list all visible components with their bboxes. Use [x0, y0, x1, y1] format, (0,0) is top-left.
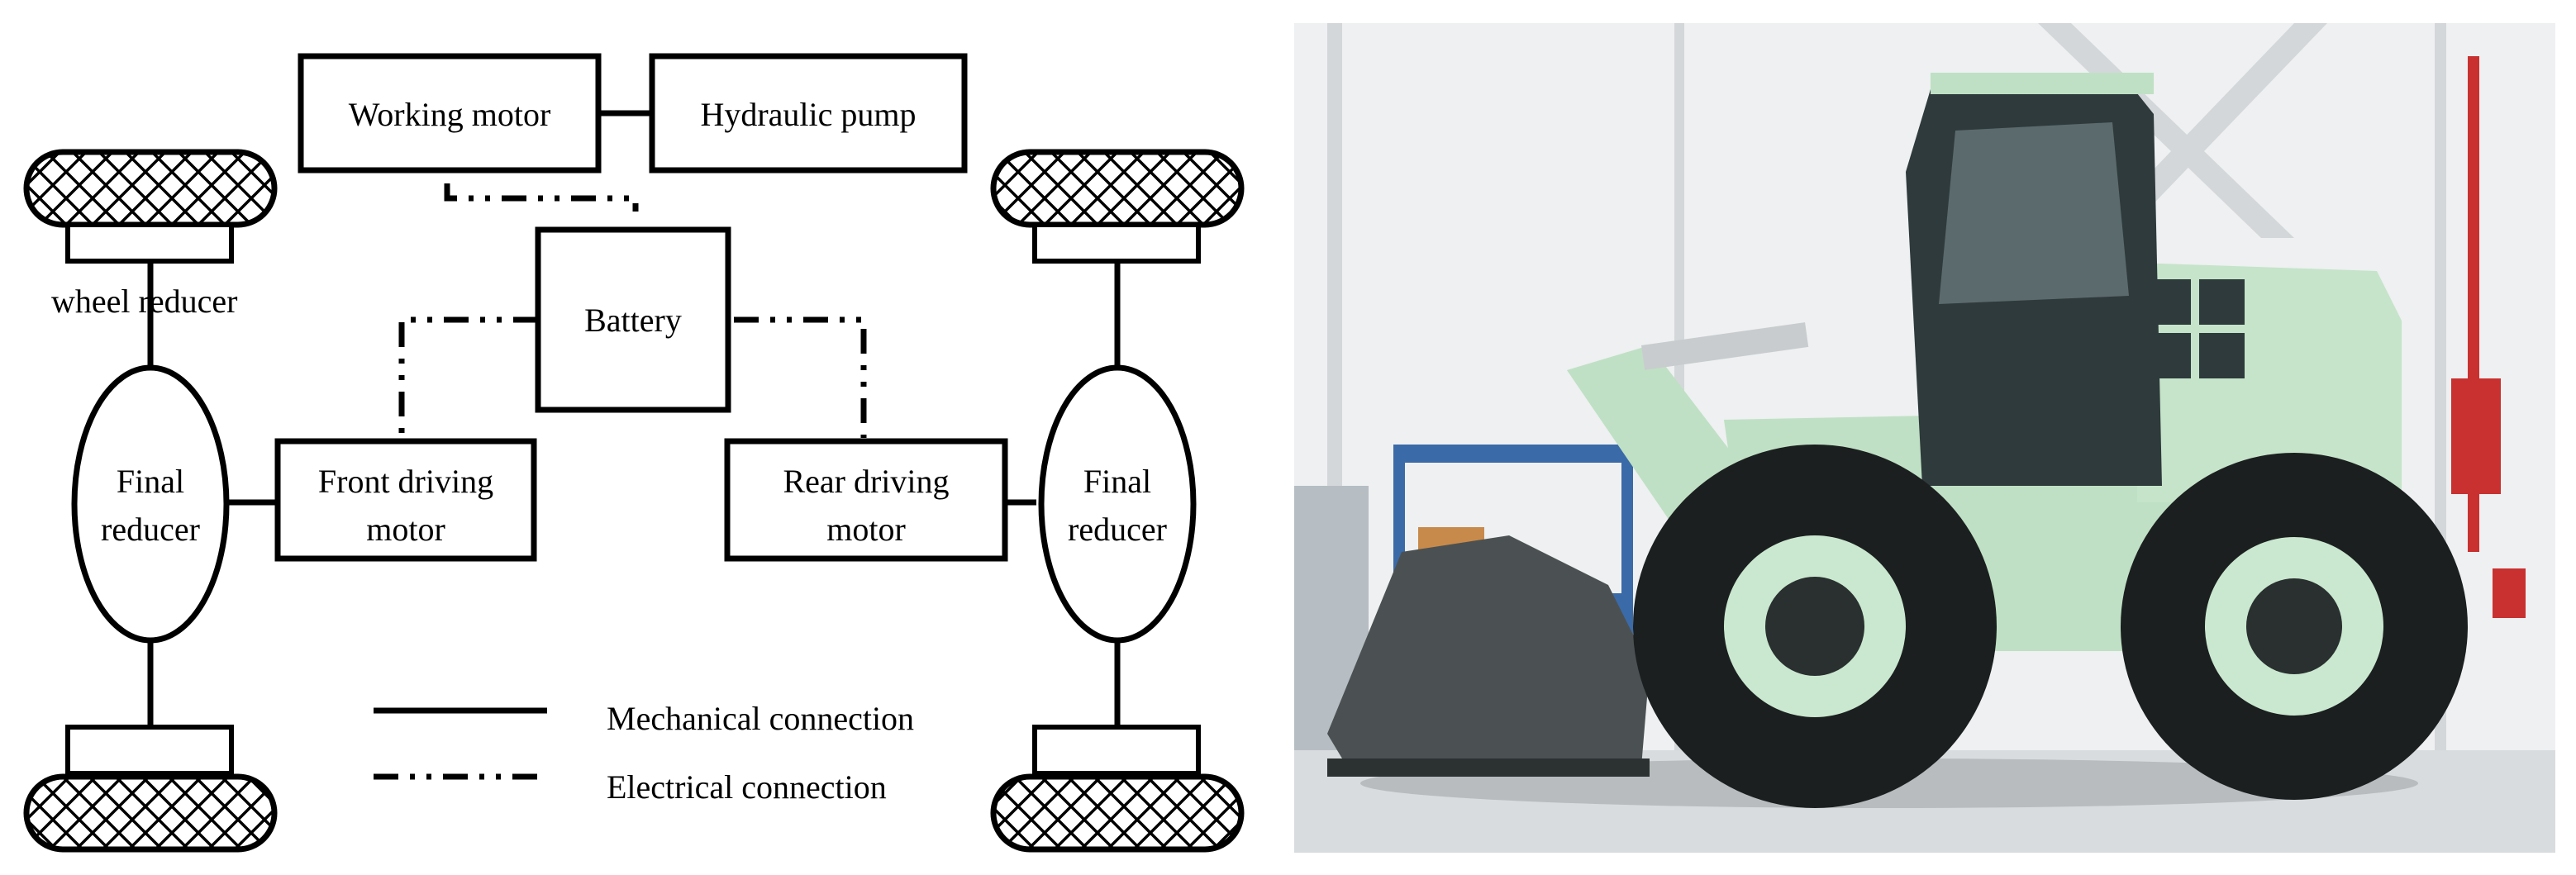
- legend-electrical-label: Electrical connection: [607, 768, 887, 806]
- final-reducer-right: [1038, 364, 1197, 644]
- front-wheel: [1633, 445, 1997, 808]
- final-reducer-right-label-2: reducer: [1068, 511, 1167, 548]
- wheel-reducer-box-br: [1032, 725, 1201, 776]
- tire-front-right: [990, 149, 1245, 228]
- wheel-reducer-box-bl: [65, 725, 234, 776]
- tire-rear-right: [990, 773, 1245, 853]
- cab-window: [1939, 122, 2129, 304]
- hydraulic-pump-box: [649, 53, 968, 174]
- loader-bucket: [1327, 535, 1650, 775]
- wheel-reducer-label: wheel reducer: [51, 283, 237, 320]
- rear-wheel: [2121, 453, 2468, 800]
- tire-front-left: [23, 149, 278, 228]
- cab-roof: [1931, 73, 2154, 94]
- electrical-links: [398, 183, 867, 438]
- battery-box: [535, 226, 731, 413]
- rear-motor-label-2: motor: [826, 511, 906, 548]
- hydraulic-pump-label: Hydraulic pump: [700, 96, 916, 133]
- legend: Mechanical connection Electrical connect…: [374, 700, 914, 806]
- rear-motor-label-1: Rear driving: [783, 463, 949, 500]
- working-motor-box: [298, 53, 602, 174]
- front-motor-box: [274, 438, 537, 562]
- hydraulic-cylinder: [1641, 322, 1809, 370]
- wheel-reducer-box-tr: [1032, 222, 1201, 264]
- bucket-lip: [1327, 758, 1650, 777]
- mechanical-links: [147, 110, 1121, 727]
- tire-rear-left: [23, 773, 278, 853]
- front-motor-label-1: Front driving: [318, 463, 493, 500]
- final-reducer-right-label-1: Final: [1083, 463, 1151, 500]
- front-motor-label-2: motor: [366, 511, 445, 548]
- final-reducer-left-label-1: Final: [117, 463, 184, 500]
- final-reducer-left: [71, 364, 230, 644]
- powertrain-diagram: Working motor Hydraulic pump Battery whe…: [23, 53, 1245, 853]
- final-reducer-left-label-2: reducer: [101, 511, 200, 548]
- hood-vents: [2145, 279, 2245, 378]
- red-equipment: [2451, 56, 2526, 618]
- wheel-loader-photo: [1294, 23, 2555, 853]
- legend-mechanical-label: Mechanical connection: [607, 700, 914, 737]
- battery-label: Battery: [584, 302, 682, 339]
- wheel-reducer-box-tl: [65, 222, 234, 264]
- rear-motor-box: [724, 438, 1008, 562]
- working-motor-label: Working motor: [349, 96, 551, 133]
